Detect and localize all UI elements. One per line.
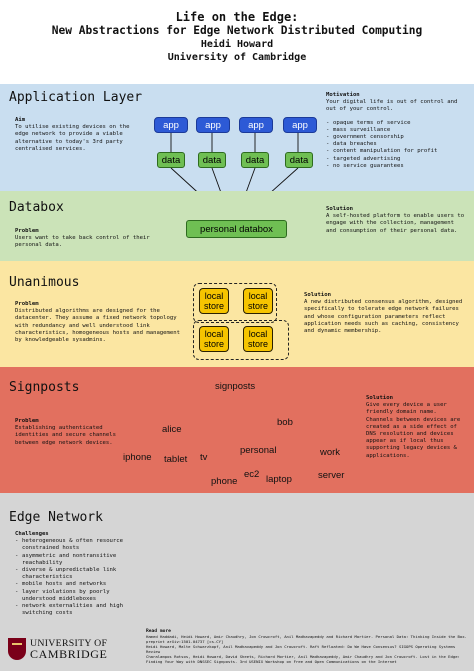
signposts-solution-label: Solution: [366, 395, 393, 401]
local-store-label: local: [248, 291, 268, 301]
signposts-solution-block: Solution Give every device a user friend…: [366, 395, 466, 460]
challenges-block: Challenges heterogeneous & often resourc…: [15, 531, 140, 617]
local-store-label: store: [247, 301, 268, 311]
tree-node-tv: tv: [200, 452, 208, 463]
poster-author: Heidi Howard: [200, 39, 274, 50]
tree-node-server: server: [318, 470, 345, 481]
cluster-outline-bottom: [193, 320, 289, 360]
unanimous-problem-block: Problem Distributed algorithms are desig…: [15, 301, 185, 344]
tree-node-bob: bob: [277, 417, 293, 428]
motivation-text: Your digital life is out of control and …: [326, 99, 458, 113]
signposts-solution-text: Give every device a user friendly domain…: [366, 402, 461, 459]
personal-databox-box: personal databox: [186, 220, 287, 238]
application-layer-heading: Application Layer: [9, 90, 143, 105]
poster-header: Life on the Edge: New Abstractions for E…: [0, 0, 474, 84]
data-box-1: data: [157, 152, 185, 168]
databox-heading: Databox: [9, 200, 64, 215]
edge-network-heading: Edge Network: [9, 510, 103, 525]
reference-item: Heidi Howard, Malte Schwarzkopf, Anil Ma…: [146, 644, 456, 654]
unanimous-solution-block: Solution A new distributed consensus alg…: [304, 292, 469, 335]
poster-affiliation: University of Cambridge: [167, 52, 307, 63]
motivation-item: opaque terms of service: [326, 120, 468, 127]
local-store-label: local: [204, 329, 224, 339]
tree-node-root: signposts: [215, 381, 256, 392]
tree-node-laptop: laptop: [266, 474, 292, 485]
logo-line-2: CAMBRIDGE: [30, 647, 108, 661]
unanimous-section: [0, 261, 474, 367]
databox-solution-block: Solution A self-hosted platform to enabl…: [326, 206, 466, 235]
challenge-item: mobile hosts and networks: [15, 581, 140, 588]
signposts-heading: Signposts: [9, 380, 80, 395]
app-box-4: app: [283, 117, 317, 133]
tree-node-personal: personal: [240, 445, 277, 456]
databox-problem-label: Problem: [15, 228, 39, 234]
databox-problem-text: Users want to take back control of their…: [15, 235, 150, 249]
tree-node-tablet: tablet: [164, 454, 188, 465]
local-store-4: local store: [243, 326, 273, 352]
poster-subtitle: New Abstractions for Edge Network Distri…: [51, 24, 423, 37]
university-logo: UNIVERSITY OF CAMBRIDGE: [8, 638, 107, 660]
aim-text: To utilise existing devices on the edge …: [15, 124, 130, 152]
tree-node-iphone: iphone: [123, 452, 152, 463]
local-store-3: local store: [199, 326, 229, 352]
challenge-item: layer violations by poorly understood mi…: [15, 589, 140, 603]
app-box-3: app: [239, 117, 273, 133]
motivation-label: Motivation: [326, 92, 360, 98]
challenge-item: network externalities and high switching…: [15, 603, 140, 617]
motivation-item: no service guarantees: [326, 163, 468, 170]
unanimous-heading: Unanimous: [9, 275, 80, 290]
challenge-item: diverse & unpredictable link characteris…: [15, 567, 140, 581]
app-box-2: app: [196, 117, 230, 133]
tree-node-phone: phone: [211, 476, 238, 487]
logo-line-1: UNIVERSITY OF: [30, 638, 108, 649]
motivation-list: opaque terms of service mass surveillanc…: [326, 120, 468, 171]
motivation-item: mass surveillance: [326, 127, 468, 134]
motivation-item: content manipulation for profit: [326, 148, 468, 155]
motivation-item: government censorship: [326, 134, 468, 141]
challenge-item: asymmetric and nontransitive reachabilit…: [15, 553, 140, 567]
tree-node-ec2: ec2: [244, 469, 260, 480]
databox-problem-block: Problem Users want to take back control …: [15, 228, 150, 250]
local-store-label: store: [203, 301, 224, 311]
signposts-problem-label: Problem: [15, 418, 39, 424]
databox-solution-label: Solution: [326, 206, 353, 212]
cluster-outline-top: [193, 283, 277, 323]
databox-solution-text: A self-hosted platform to enable users t…: [326, 213, 465, 234]
data-box-3: data: [241, 152, 269, 168]
challenge-item: heterogeneous & often resource constrain…: [15, 538, 140, 552]
local-store-2: local store: [243, 288, 273, 314]
data-box-4: data: [285, 152, 313, 168]
app-box-1: app: [154, 117, 188, 133]
tree-node-work: work: [320, 447, 341, 458]
challenges-list: heterogeneous & often resource constrain…: [15, 538, 140, 617]
signposts-problem-block: Problem Establishing authenticated ident…: [15, 418, 135, 447]
poster-title: Life on the Edge:: [175, 10, 299, 24]
local-store-label: local: [248, 329, 268, 339]
unanimous-problem-text: Distributed algorithms are designed for …: [15, 308, 181, 344]
unanimous-solution-text: A new distributed consensus algorithm, d…: [304, 299, 463, 335]
aim-block: Aim To utilise existing devices on the e…: [15, 117, 140, 153]
references-block: Read more Hamed Haddadi, Heidi Howard, A…: [146, 629, 468, 664]
university-crest-icon: [8, 638, 26, 660]
references-label: Read more: [146, 629, 171, 634]
data-box-2: data: [198, 152, 226, 168]
tree-node-alice: alice: [162, 424, 182, 435]
local-store-label: local: [204, 291, 224, 301]
reference-item: Charalampos Rotsos, Heidi Howard, David …: [146, 654, 460, 664]
unanimous-solution-label: Solution: [304, 292, 331, 298]
local-store-1: local store: [199, 288, 229, 314]
reference-item: Hamed Haddadi, Heidi Howard, Amir Chaudh…: [146, 634, 467, 644]
challenges-label: Challenges: [15, 531, 49, 537]
signposts-section: [0, 367, 474, 493]
aim-label: Aim: [15, 117, 26, 123]
local-store-label: store: [203, 339, 224, 349]
signposts-problem-text: Establishing authenticated identities an…: [15, 425, 117, 446]
motivation-item: data breaches: [326, 141, 468, 148]
unanimous-problem-label: Problem: [15, 301, 39, 307]
motivation-block: Motivation Your digital life is out of c…: [326, 92, 468, 170]
motivation-item: targeted advertising: [326, 156, 468, 163]
local-store-label: store: [247, 339, 268, 349]
